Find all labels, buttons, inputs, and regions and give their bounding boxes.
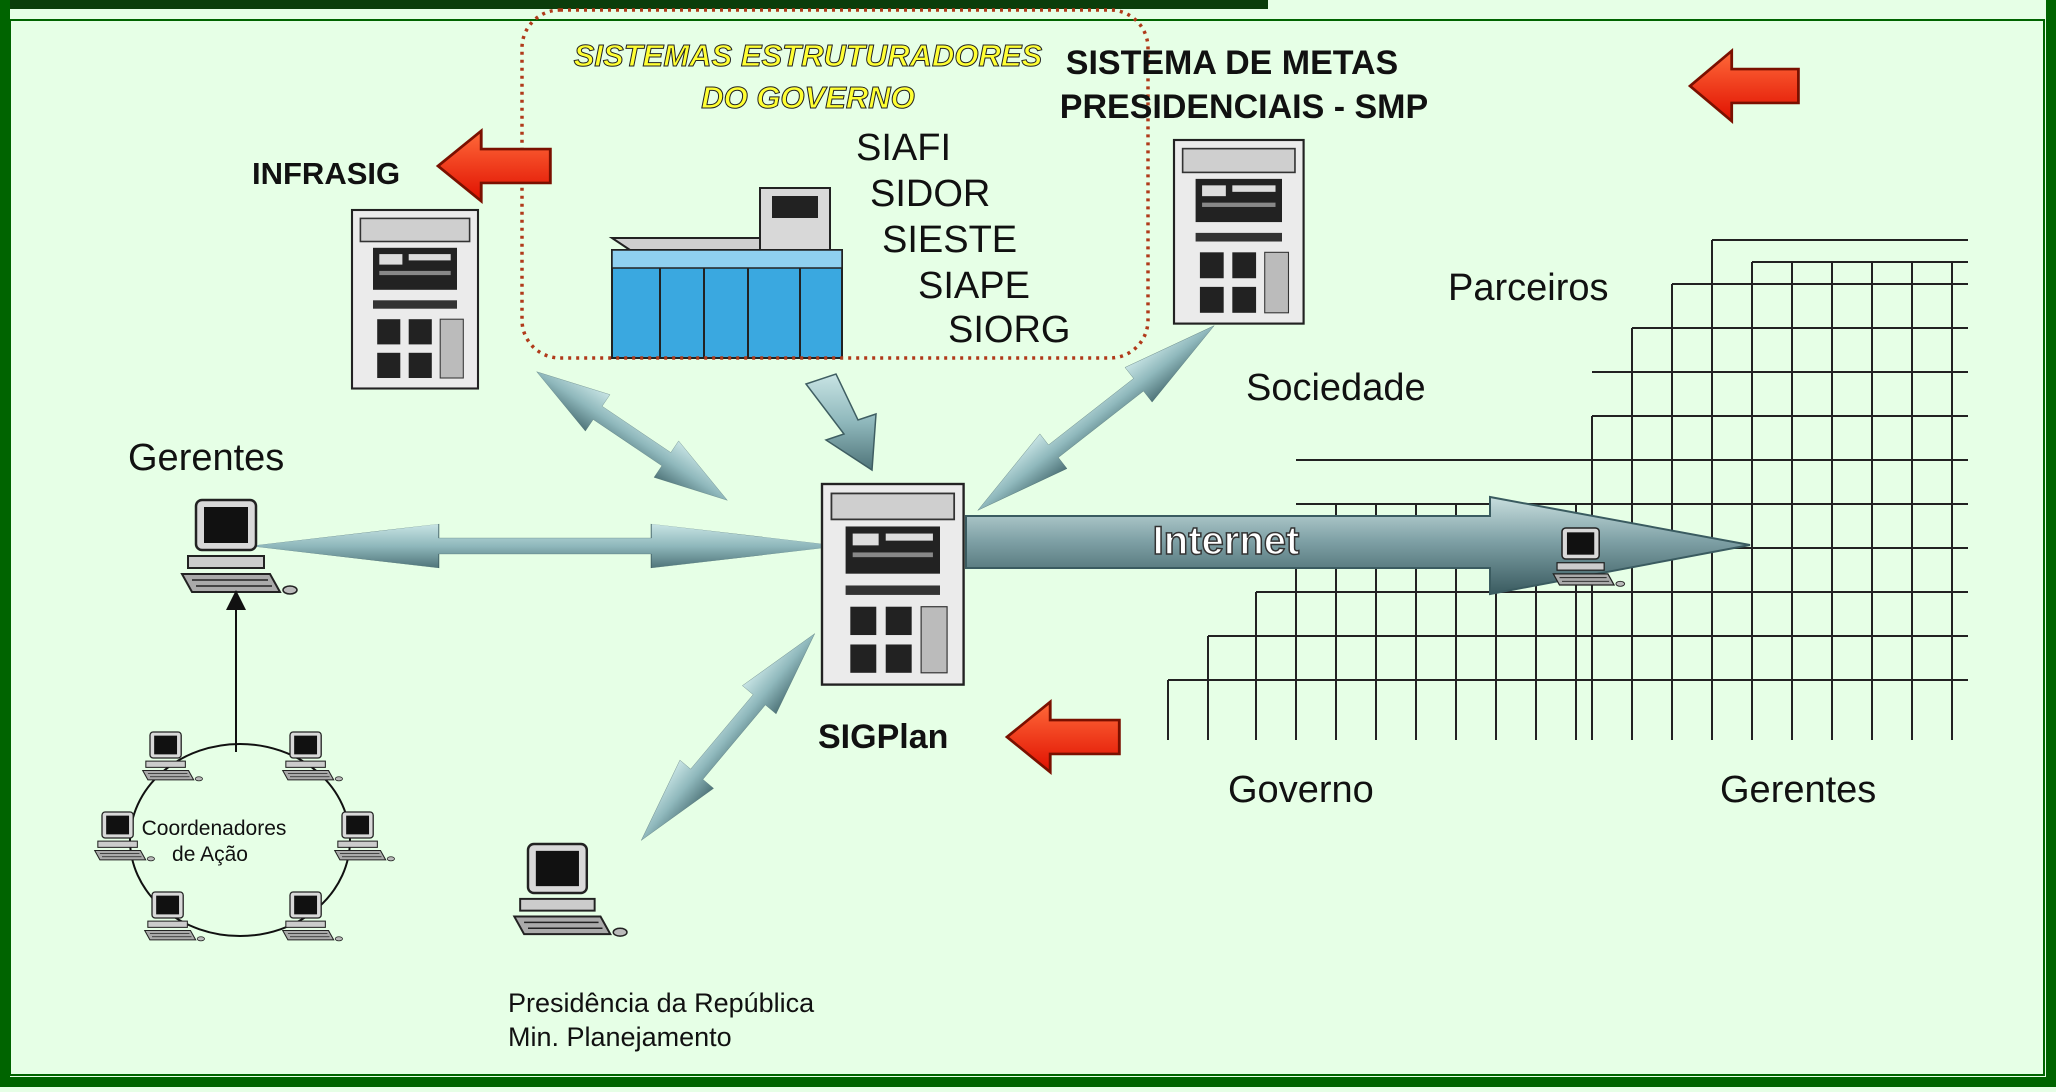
system-siafi: SIAFI [856, 127, 951, 169]
top-bar [0, 0, 1268, 9]
mainframe-icon [608, 187, 843, 359]
internet-arrow: Internet [965, 495, 1751, 596]
smp-line1: SISTEMA DE METAS [1066, 44, 1398, 82]
right-border [2046, 0, 2056, 1087]
server-icon [820, 482, 965, 686]
gerentes-right-label: Gerentes [1720, 769, 1876, 811]
sistemas-title-line2: DO GOVERNO [701, 80, 915, 115]
down-arrow-icon [804, 373, 877, 472]
infrasig-label: INFRASIG [252, 156, 400, 191]
governo-label: Governo [1228, 769, 1374, 811]
coordenadores-ring [129, 743, 351, 937]
smp-line2: PRESIDENCIAIS - SMP [1060, 88, 1428, 126]
internet-label: Internet [1153, 519, 1300, 563]
system-sieste: SIESTE [882, 219, 1017, 261]
inner-border [9, 19, 2045, 1076]
up-arrow [226, 590, 246, 752]
system-sidor: SIDOR [870, 173, 990, 215]
grid-network-icon [1167, 239, 1968, 740]
server-icon [1172, 138, 1305, 325]
left-border [0, 0, 10, 1087]
bottom-border [0, 1077, 2056, 1087]
presidencia-line1: Presidência da República [508, 988, 815, 1018]
system-siorg: SIORG [948, 309, 1070, 351]
sigplan-label: SIGPlan [818, 718, 948, 756]
coordenadores-line1: Coordenadores [142, 817, 287, 840]
system-siape: SIAPE [918, 265, 1030, 307]
sociedade-label: Sociedade [1246, 367, 1426, 409]
coordenadores-line2: de Ação [172, 843, 248, 866]
presidencia-line2: Min. Planejamento [508, 1022, 732, 1052]
sistemas-box [520, 8, 1150, 360]
sistemas-title-line1: SISTEMAS ESTRUTURADORES [574, 38, 1043, 73]
parceiros-label: Parceiros [1448, 267, 1609, 309]
server-icon [350, 208, 480, 390]
gerentes-left-label: Gerentes [128, 437, 284, 479]
